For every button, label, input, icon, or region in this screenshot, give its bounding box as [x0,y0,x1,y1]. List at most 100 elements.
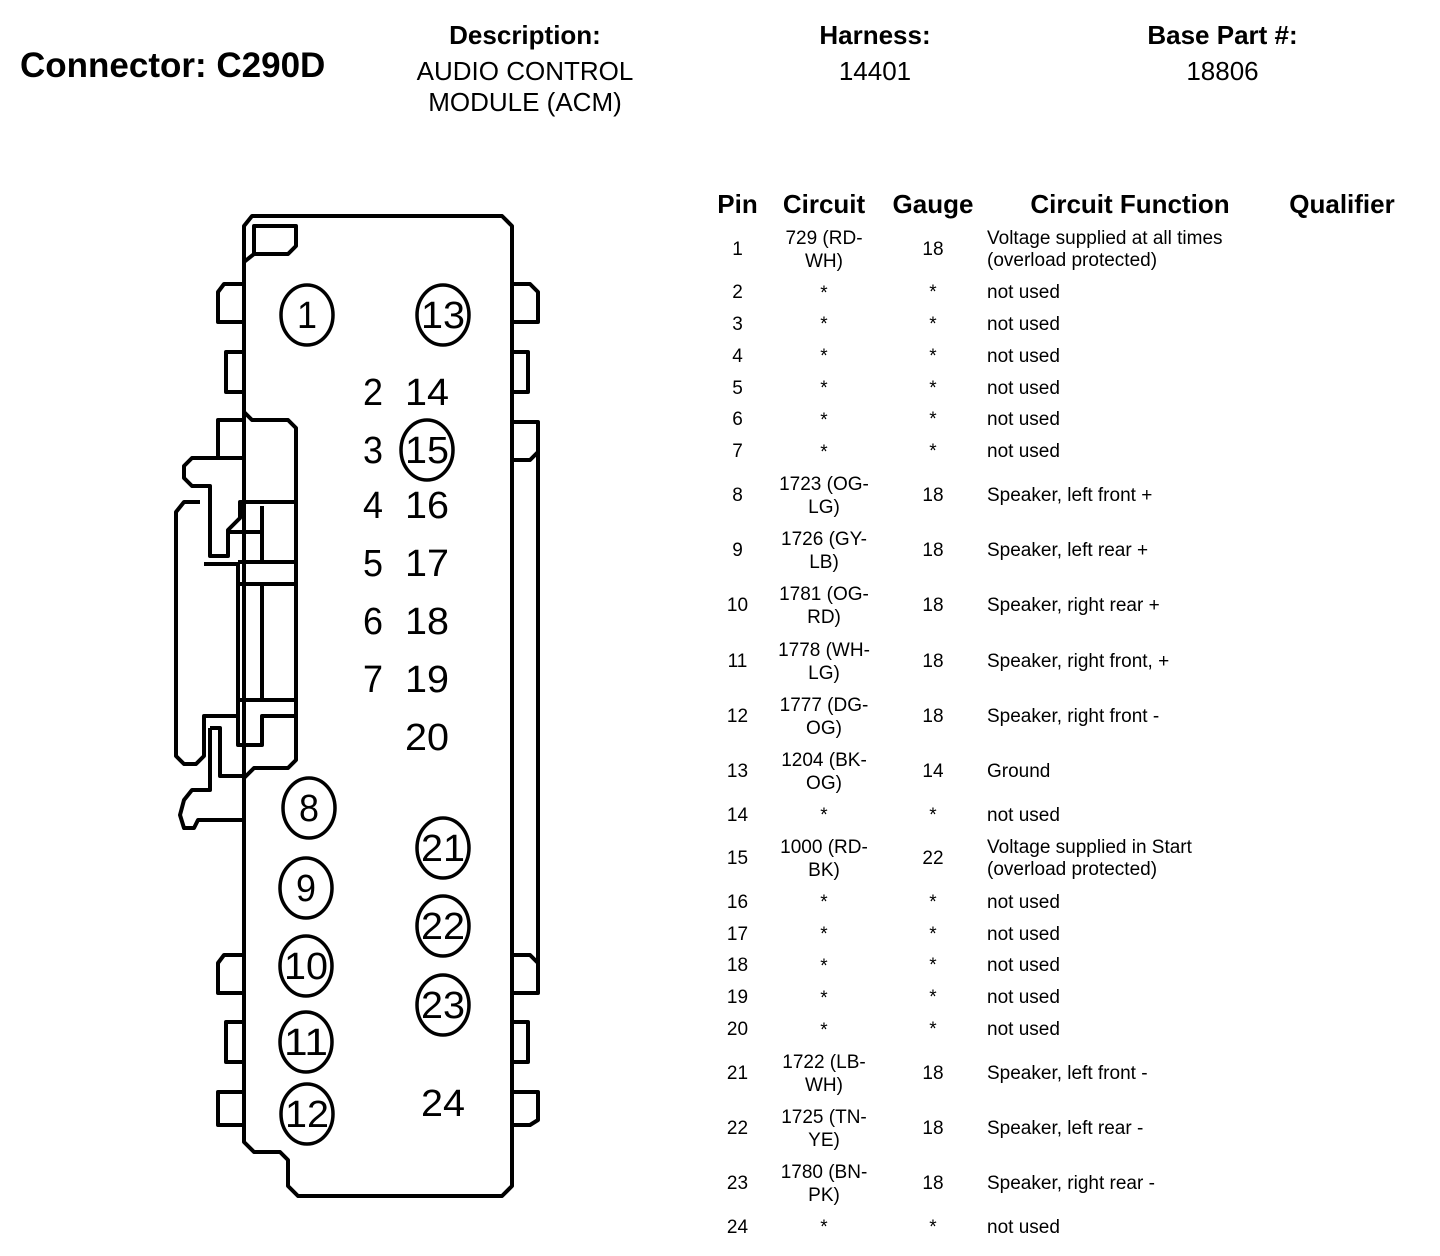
qualifier-cell [1277,832,1407,887]
circuit-function-cell: not used [983,982,1277,1014]
circuit-cell-line: * [820,955,828,977]
circuit-function-cell-line: not used [987,313,1060,335]
qualifier-cell [1277,982,1407,1014]
base-part-block: Base Part #: 18806 [1100,20,1345,87]
pin-number-cell: 2 [710,277,765,309]
circuit-cell-line: 1204 (BK- [781,750,867,772]
gauge-cell-line: 18 [922,650,944,672]
pin-circle [279,283,335,347]
connector-pin-2: 2 [363,372,383,414]
column-header-qualifier: Qualifier [1289,188,1395,219]
table-row: 24**not used [710,1212,1407,1244]
connector-pin-8: 8 [281,776,337,840]
circuit-cell-line: LG) [808,496,840,518]
circuit-cell-line: 1777 (DG- [779,694,869,716]
base-part-value: 18806 [1186,56,1259,86]
circuit-cell-line: WH) [805,250,843,272]
pin-label: 22 [421,906,465,948]
gauge-cell: 18 [883,1046,983,1101]
table-row: 19**not used [710,982,1407,1014]
pin-number-cell-line: 3 [732,313,743,335]
table-row: 14**not used [710,800,1407,832]
pin-label: 24 [421,1083,465,1125]
connector-pin-1: 1 [279,283,335,347]
connector-pin-22: 22 [415,894,471,958]
connector-pin-6: 6 [363,601,383,643]
table-row: 7**not used [710,436,1407,468]
pin-number-cell-line: 5 [732,377,743,399]
circuit-function-cell: Speaker, left rear - [983,1101,1277,1156]
pin-number-cell: 5 [710,373,765,405]
circuit-function-cell: not used [983,436,1277,468]
circuit-cell-line: 1725 (TN- [781,1106,867,1128]
qualifier-cell [1277,341,1407,373]
pin-number-cell: 13 [710,745,765,800]
table-row: 3**not used [710,309,1407,341]
circuit-function-cell-line: Speaker, right front, + [987,650,1170,672]
description-value: AUDIO CONTROL MODULE (ACM) [380,56,670,118]
gauge-cell-line: * [929,804,937,826]
circuit-cell-line: * [820,987,828,1009]
circuit-function-cell-line: Speaker, left front - [987,1062,1148,1084]
pin-number-cell-line: 19 [726,987,749,1009]
table-row: 16**not used [710,887,1407,919]
connector-pin-11: 11 [278,1010,334,1074]
table-row: 2**not used [710,277,1407,309]
description-block: Description: AUDIO CONTROL MODULE (ACM) [380,20,670,118]
circuit-function-cell: not used [983,309,1277,341]
qualifier-cell [1277,309,1407,341]
circuit-cell: * [765,887,883,919]
pin-number-cell: 23 [710,1157,765,1212]
pin-number-cell: 22 [710,1101,765,1156]
pin-label: 17 [405,543,449,585]
pin-number-cell: 10 [710,579,765,634]
connector-pin-10: 10 [278,934,334,998]
pin-circle [415,973,471,1037]
circuit-cell: * [765,1212,883,1244]
gauge-cell-line: 18 [922,1062,944,1084]
gauge-cell-line: 18 [922,1117,944,1139]
circuit-function-cell: not used [983,919,1277,951]
gauge-cell: 14 [883,745,983,800]
circuit-cell-line: WH) [805,1074,843,1096]
table-row: 4**not used [710,341,1407,373]
circuit-function-cell: not used [983,1212,1277,1244]
circuit-cell: * [765,341,883,373]
gauge-cell: 18 [883,222,983,277]
gauge-cell: 18 [883,523,983,578]
pin-label: 23 [421,985,465,1027]
pin-number-cell: 24 [710,1212,765,1244]
circuit-cell: 1780 (BN-PK) [765,1157,883,1212]
circuit-cell: 1777 (DG-OG) [765,689,883,744]
pin-label: 10 [284,946,328,988]
column-header-pin: Pin [717,188,758,219]
gauge-cell-line: * [929,1019,937,1041]
circuit-function-cell: Voltage supplied in Start(overload prote… [983,832,1277,887]
right-latch-tabs [512,282,540,1127]
circuit-function-cell: not used [983,404,1277,436]
left-latch-tabs [216,282,244,1127]
circuit-cell: * [765,1014,883,1046]
qualifier-cell [1277,436,1407,468]
circuit-cell-line: 729 (RD- [785,227,863,249]
circuit-cell-line: 1778 (WH- [778,639,870,661]
circuit-function-cell: not used [983,1014,1277,1046]
circuit-cell: 1778 (WH-LG) [765,634,883,689]
circuit-cell: 1723 (OG-LG) [765,468,883,523]
pin-number-cell-line: 6 [732,409,743,431]
pin-number-cell-line: 2 [732,282,743,304]
table-row: 6**not used [710,404,1407,436]
circuit-function-cell: not used [983,277,1277,309]
pin-circle [415,816,471,880]
circuit-function-cell: not used [983,887,1277,919]
circuit-function-cell-line: not used [987,891,1060,913]
gauge-cell-line: 18 [922,484,944,506]
connector-pin-15: 15 [399,418,455,482]
connector-pin-19: 19 [405,659,449,701]
gauge-cell-line: * [929,345,937,367]
circuit-function-cell-line: not used [987,377,1060,399]
circuit-cell: * [765,309,883,341]
